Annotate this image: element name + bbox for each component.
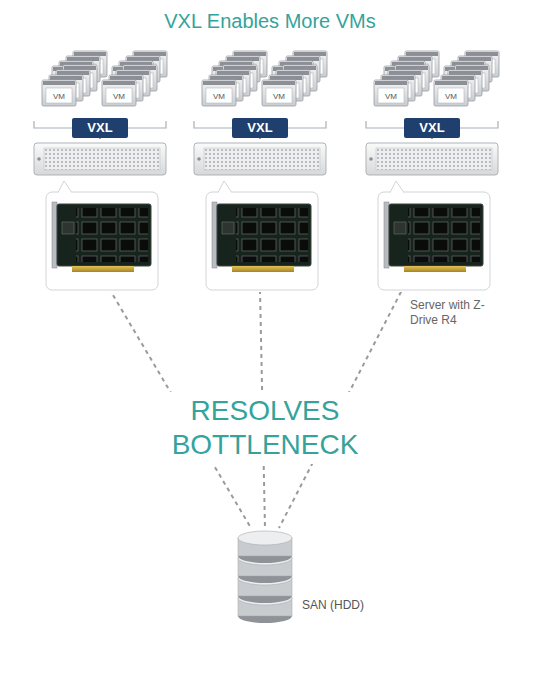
- vxl-label: VXL: [87, 120, 112, 135]
- vm-label: VM: [213, 92, 225, 101]
- storage-cylinder: SAN (HDD): [236, 530, 294, 624]
- vxl-box: VXL: [72, 118, 128, 138]
- vxl-box: VXL: [404, 118, 460, 138]
- vxl-box: VXL: [232, 118, 288, 138]
- vm-label: VM: [53, 92, 65, 101]
- vm-label: VM: [385, 92, 397, 101]
- disk-stack: [236, 530, 294, 624]
- vm-label: VM: [113, 92, 125, 101]
- vxl-label: VXL: [419, 120, 444, 135]
- diagram-title: VXL Enables More VMs: [0, 10, 540, 33]
- vxl-label: VXL: [247, 120, 272, 135]
- server-note: Server with Z-Drive R4: [410, 298, 502, 328]
- vm-label: VM: [273, 92, 285, 101]
- bottleneck-text: RESOLVES BOTTLENECK: [159, 392, 371, 464]
- storage-label: SAN (HDD): [302, 598, 364, 612]
- vm-label: VM: [445, 92, 457, 101]
